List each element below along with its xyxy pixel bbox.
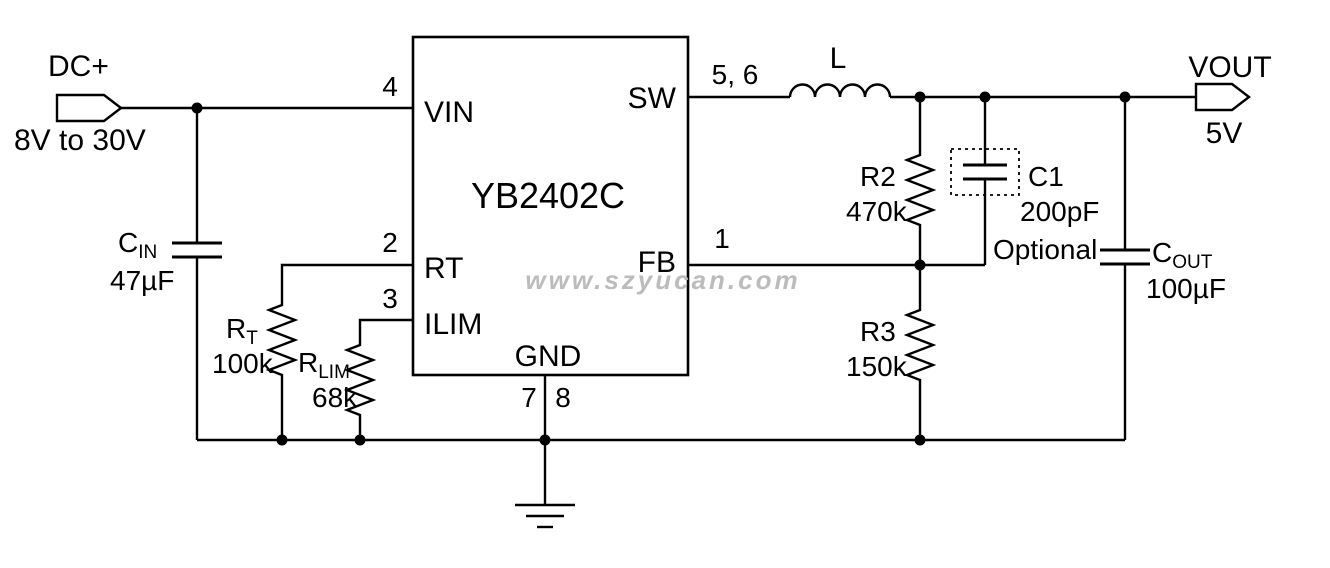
- rlim-zigzag: [343, 318, 413, 440]
- rt-zigzag: [265, 263, 413, 440]
- c1-capacitor: C1 200pF Optional: [950, 97, 1099, 265]
- pin-label-vin: VIN: [424, 96, 474, 129]
- dc-input-label: DC+: [48, 50, 109, 83]
- junction-dots: [191, 91, 1131, 446]
- r3-zigzag: [903, 265, 937, 440]
- pin-number-5-6: 5, 6: [712, 59, 759, 90]
- earth-ground-icon: [515, 503, 575, 529]
- inductor-ref: L: [830, 42, 847, 75]
- r3-value: 150k: [846, 351, 908, 382]
- cin-ref: CIN: [118, 227, 157, 263]
- pin-number-8: 8: [555, 382, 571, 413]
- pin-label-gnd: GND: [515, 340, 582, 373]
- pin-number-1: 1: [714, 223, 730, 254]
- pin-number-2: 2: [382, 227, 398, 258]
- vout-label: VOUT: [1188, 51, 1271, 84]
- ic-yb2402c: YB2402C VIN RT ILIM SW FB GND 4 2 3 5, 6…: [382, 35, 759, 413]
- junction-dot: [276, 434, 288, 446]
- watermark-text: www.szyucan.com: [525, 265, 800, 295]
- vout-value: 5V: [1206, 117, 1243, 150]
- junction-dot: [354, 434, 366, 446]
- input-connector: DC+ 8V to 30V: [14, 50, 146, 157]
- cin-value: 47µF: [110, 265, 174, 296]
- c1-note: Optional: [993, 234, 1097, 265]
- cout-capacitor: COUT 100µF: [1100, 97, 1226, 440]
- c1-ref: C1: [1028, 161, 1064, 192]
- vout-terminal-icon: [1194, 82, 1251, 112]
- rlim-resistor: RLIM 68k: [298, 318, 413, 440]
- pin-label-ilim: ILIM: [424, 308, 482, 341]
- rt-value: 100k: [212, 348, 274, 379]
- cin-capacitor: CIN 47µF: [110, 108, 222, 440]
- pin-label-rt: RT: [424, 252, 463, 285]
- junction-dot: [191, 102, 203, 114]
- rt-ref: RT: [226, 313, 258, 349]
- dc-input-range: 8V to 30V: [14, 124, 146, 157]
- pin-number-4: 4: [382, 71, 398, 102]
- r3-ref: R3: [860, 316, 896, 347]
- pin-number-3: 3: [382, 283, 398, 314]
- r2-zigzag: [903, 97, 937, 265]
- inductor: L: [788, 42, 892, 98]
- inductor-coils-icon: [788, 83, 892, 98]
- dc-input-terminal-icon: [55, 93, 123, 123]
- junction-dot: [979, 91, 991, 103]
- pin-label-fb: FB: [638, 246, 676, 279]
- r2-resistor: R2 470k: [846, 97, 937, 265]
- output-connector: VOUT 5V: [1188, 51, 1271, 150]
- cout-ref: COUT: [1152, 237, 1213, 273]
- pin-number-7: 7: [521, 382, 537, 413]
- cout-value: 100µF: [1146, 273, 1226, 304]
- junction-dot: [1119, 91, 1131, 103]
- rlim-ref: RLIM: [298, 347, 350, 383]
- r2-value: 470k: [846, 196, 908, 227]
- ic-body: [411, 35, 690, 377]
- rlim-value: 68k: [312, 382, 358, 413]
- r2-ref: R2: [860, 161, 896, 192]
- c1-optional-box: [950, 148, 1020, 196]
- pin-label-sw: SW: [628, 82, 677, 115]
- junction-dot: [914, 434, 926, 446]
- c1-value: 200pF: [1020, 196, 1099, 227]
- r3-resistor: R3 150k: [846, 265, 937, 440]
- rt-resistor: RT 100k: [212, 263, 413, 440]
- ic-name: YB2402C: [471, 175, 625, 216]
- junction-dot: [914, 91, 926, 103]
- junction-dot: [914, 259, 926, 271]
- junction-dot: [539, 434, 551, 446]
